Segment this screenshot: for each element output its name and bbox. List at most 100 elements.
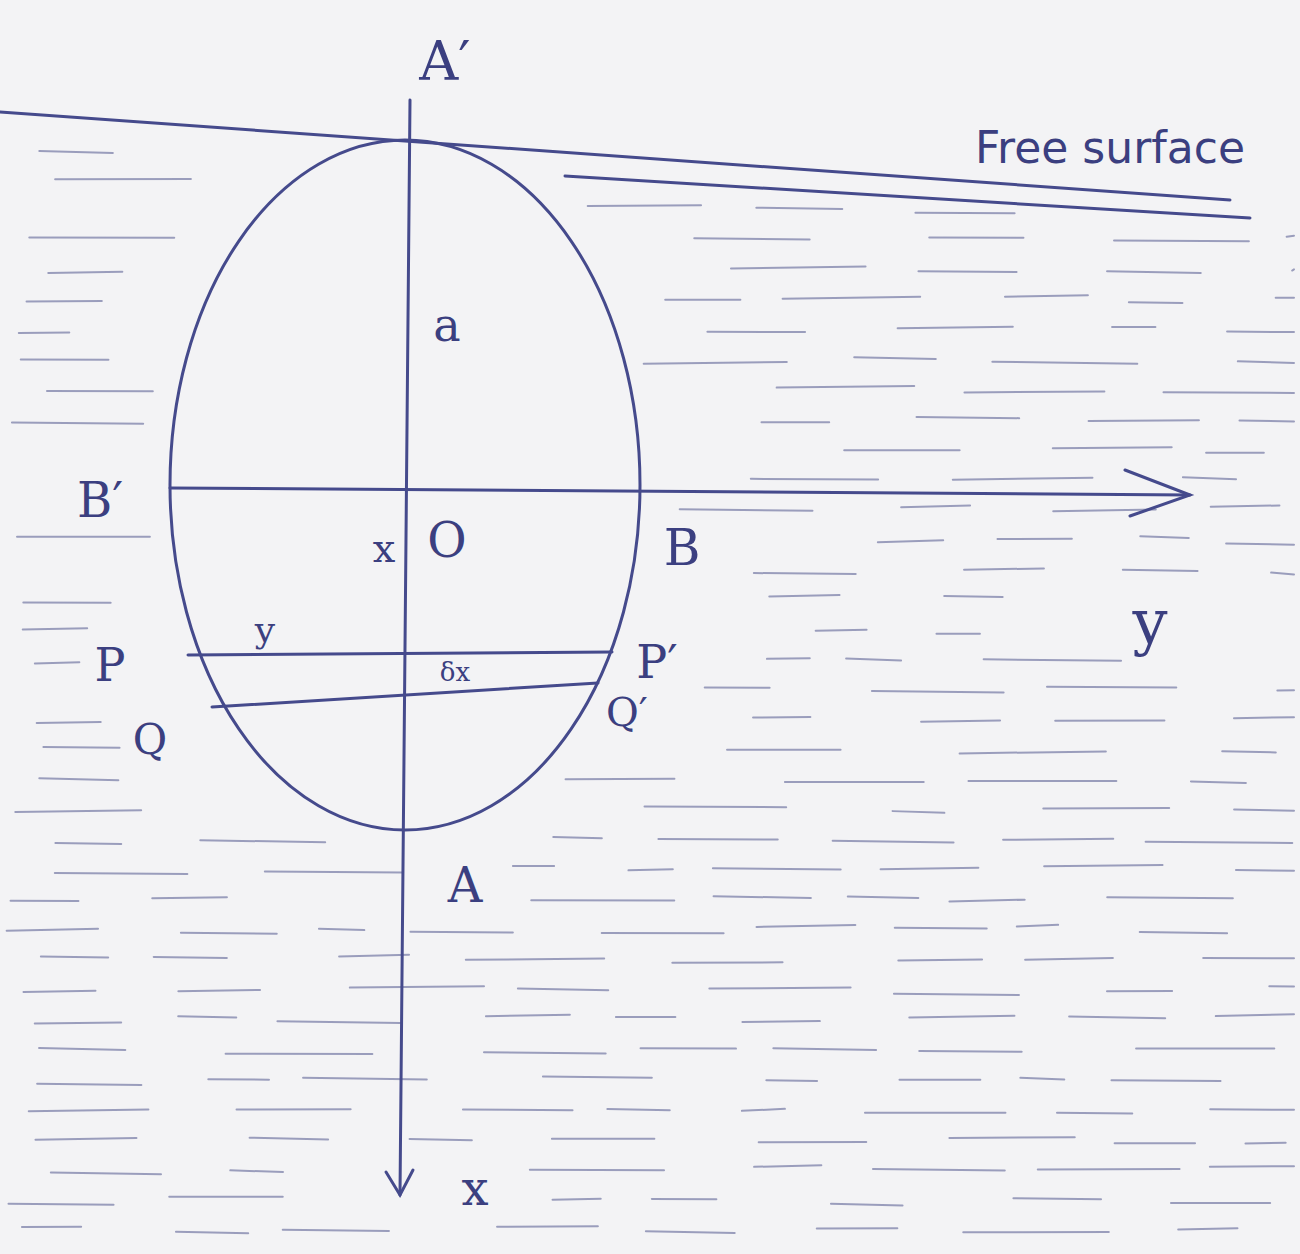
- point-label: B′: [77, 476, 123, 524]
- hatch-stroke: [1146, 842, 1293, 843]
- hatch-stroke: [8, 1203, 113, 1206]
- hatch-stroke: [41, 956, 108, 959]
- hatch-stroke: [742, 1020, 819, 1023]
- hatch-stroke: [350, 986, 484, 987]
- hatch-stroke: [466, 959, 604, 960]
- hatch-stroke: [169, 1196, 283, 1198]
- hatch-stroke: [1089, 419, 1199, 422]
- hatch-stroke: [339, 955, 409, 957]
- hatch-stroke: [1003, 839, 1113, 840]
- hatch-stroke: [208, 1078, 269, 1081]
- hatch-stroke: [1210, 1165, 1294, 1168]
- hatch-stroke: [707, 331, 805, 333]
- x-axis: [400, 100, 410, 1195]
- hatch-stroke: [731, 266, 866, 268]
- hatch-stroke: [754, 1165, 821, 1167]
- hatch-stroke: [27, 300, 102, 303]
- hatch-stroke: [1287, 236, 1294, 237]
- y-axis: [170, 488, 1190, 495]
- hatch-stroke: [35, 662, 79, 663]
- hatch-stroke: [531, 899, 674, 901]
- hatch-stroke: [410, 1139, 472, 1140]
- hatch-stroke: [566, 778, 675, 780]
- hatch-stroke: [410, 931, 512, 934]
- hatch-stroke: [645, 805, 787, 808]
- hatch-stroke: [1115, 1142, 1195, 1144]
- hatch-stroke: [680, 509, 813, 510]
- hatch-stroke: [992, 362, 1137, 364]
- hatch-stroke: [833, 841, 954, 843]
- hatch-stroke: [21, 358, 109, 360]
- hatch-stroke: [1211, 505, 1280, 506]
- hatch-stroke: [1271, 573, 1294, 575]
- hatch-stroke: [918, 270, 1016, 273]
- hatch-stroke: [628, 869, 672, 870]
- hatch-stroke: [1057, 1112, 1132, 1115]
- hatch-stroke: [303, 1078, 427, 1080]
- hatch-stroke: [894, 994, 1019, 995]
- hatch-stroke: [944, 596, 1002, 597]
- hatch-stroke: [1226, 543, 1294, 544]
- hatch-stroke: [777, 386, 915, 388]
- coordinate-label: x: [373, 528, 396, 568]
- hatch-stroke: [652, 1198, 717, 1200]
- hatch-stroke: [1236, 869, 1294, 872]
- hatch-stroke: [873, 1169, 1005, 1170]
- hatch-stroke: [1277, 689, 1294, 691]
- hatch-stroke: [1053, 446, 1172, 449]
- hatch-stroke: [553, 1199, 601, 1200]
- hatch-stroke: [265, 871, 403, 872]
- hatch-stroke: [1183, 477, 1236, 479]
- origin-label: O: [427, 516, 466, 564]
- point-label: A: [448, 861, 483, 909]
- hatch-stroke: [705, 686, 770, 688]
- chord-qq: [212, 683, 598, 707]
- point-label: P: [95, 642, 126, 688]
- hatch-stroke: [1017, 925, 1058, 927]
- hatch-stroke: [1107, 271, 1201, 273]
- hatch-stroke: [1206, 452, 1264, 454]
- hatch-stroke: [854, 357, 936, 359]
- hatch-stroke: [831, 1204, 903, 1206]
- hatch-stroke: [39, 151, 113, 153]
- hatch-stroke: [968, 780, 1116, 782]
- hatch-stroke: [543, 1077, 652, 1078]
- hatch-stroke: [646, 1231, 735, 1233]
- hatch-stroke: [1222, 751, 1276, 752]
- hatch-stroke: [714, 896, 811, 898]
- hatch-stroke: [929, 237, 1023, 239]
- hatch-stroke: [767, 657, 810, 660]
- hatch-stroke: [1238, 361, 1294, 363]
- hatch-stroke: [250, 1138, 329, 1140]
- hatch-stroke: [727, 749, 841, 751]
- hatch-stroke: [964, 390, 1104, 393]
- hatch-stroke: [901, 506, 970, 508]
- hatch-stroke: [742, 1109, 785, 1111]
- hatch-stroke: [1191, 781, 1246, 783]
- hatch-stroke: [848, 896, 919, 898]
- point-label: Q′: [606, 692, 648, 732]
- hatch-stroke: [1111, 1079, 1220, 1082]
- hatch-stroke: [1112, 326, 1155, 328]
- hatch-stroke: [37, 1084, 141, 1085]
- hatch-stroke: [1171, 1202, 1270, 1204]
- width-label: δx: [437, 659, 473, 685]
- hatch-stroke: [895, 927, 987, 930]
- hatch-stroke: [984, 659, 1121, 661]
- hatch-stroke: [644, 362, 787, 364]
- hatch-stroke: [1178, 1228, 1237, 1229]
- hatch-stroke: [55, 178, 191, 180]
- hatch-stroke: [672, 961, 782, 963]
- hatch-stroke: [588, 204, 701, 207]
- hatch-stroke: [1140, 932, 1227, 933]
- hatch-stroke: [1203, 957, 1294, 959]
- hatch-stroke: [1129, 301, 1183, 304]
- surface-label: Free surface: [975, 126, 1245, 170]
- hatch-stroke: [15, 810, 141, 812]
- hatch-stroke: [230, 1170, 283, 1172]
- hatch-stroke: [641, 1047, 736, 1049]
- hatch-stroke: [7, 929, 98, 931]
- hatch-stroke: [1136, 1047, 1274, 1049]
- hatch-stroke: [154, 957, 227, 958]
